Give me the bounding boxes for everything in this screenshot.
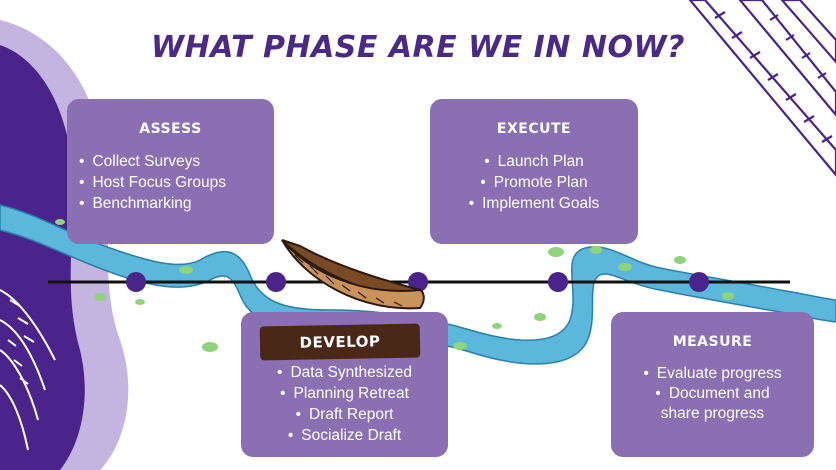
birch-bark-decoration-left xyxy=(0,289,56,451)
list-item: Data Synthesized xyxy=(241,362,448,383)
list-item: Promote Plan xyxy=(430,172,638,193)
list-item: Draft Report xyxy=(241,404,448,425)
phase-label-execute: EXECUTE xyxy=(496,121,572,137)
list-item: Implement Goals xyxy=(430,193,638,214)
list-item: Benchmarking xyxy=(79,193,274,214)
timeline-dot-3 xyxy=(408,272,428,292)
leaf-decorations xyxy=(55,219,734,352)
list-item-continued: share progress xyxy=(660,405,765,422)
timeline-dot-1 xyxy=(126,272,146,292)
phase-card-measure: MEASURE Evaluate progress Document and s… xyxy=(611,312,814,457)
left-dark-purple-shape xyxy=(0,45,85,470)
list-item: Socialize Draft xyxy=(241,425,448,446)
page-title: WHAT PHASE ARE WE IN NOW? xyxy=(151,30,685,65)
list-item: Launch Plan xyxy=(430,151,638,172)
phase-items-assess: Collect Surveys Host Focus Groups Benchm… xyxy=(79,151,274,214)
list-item: Planning Retreat xyxy=(241,383,448,404)
phase-card-assess: ASSESS Collect Surveys Host Focus Groups… xyxy=(67,99,274,244)
timeline-dot-2 xyxy=(266,272,286,292)
birch-bark-decoration-right xyxy=(688,0,836,177)
phase-items-measure: Evaluate progress Document and share pro… xyxy=(611,364,814,424)
phase-label-measure: MEASURE xyxy=(672,334,753,350)
timeline-dot-4 xyxy=(548,272,568,292)
list-item: Document and xyxy=(611,384,814,404)
list-item: Evaluate progress xyxy=(611,364,814,384)
phase-items-develop: Data Synthesized Planning Retreat Draft … xyxy=(241,362,448,446)
list-item: Collect Surveys xyxy=(79,151,274,172)
timeline-dot-5 xyxy=(689,272,709,292)
list-item: Host Focus Groups xyxy=(79,172,274,193)
current-phase-banner: DEVELOP xyxy=(259,323,421,361)
phase-label-assess: ASSESS xyxy=(139,121,202,137)
phase-card-execute: EXECUTE Launch Plan Promote Plan Impleme… xyxy=(430,99,638,244)
canoe-icon xyxy=(281,239,425,310)
phase-label-develop: DEVELOP xyxy=(299,332,381,352)
phase-items-execute: Launch Plan Promote Plan Implement Goals xyxy=(430,151,638,214)
